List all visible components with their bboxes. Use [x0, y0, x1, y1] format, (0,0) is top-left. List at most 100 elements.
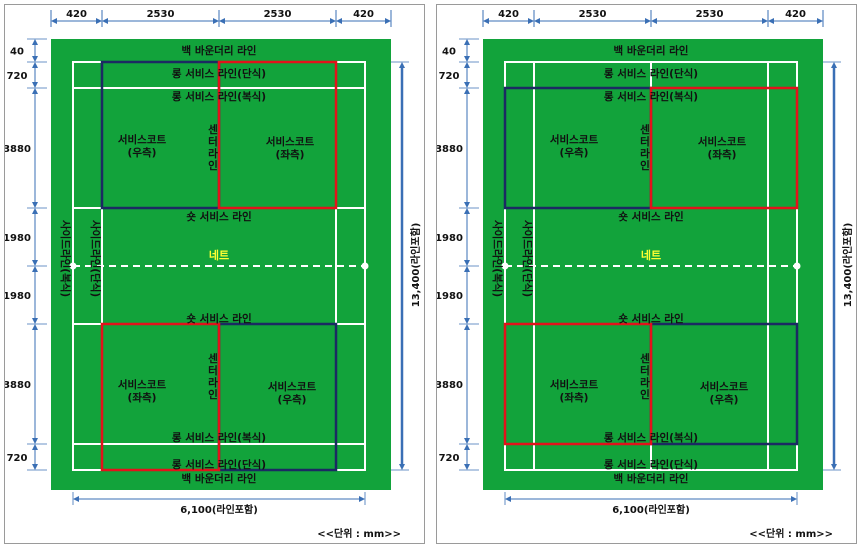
service-court-bottom-left-outline	[503, 322, 653, 446]
top-dim-label: 2530	[147, 9, 175, 20]
left-dim-label: 1980	[5, 233, 31, 244]
total-width-arrow-head-left	[73, 496, 79, 502]
left-dim-label: 720	[439, 71, 460, 82]
service-court-label-top-right: 서비스코트	[550, 133, 599, 146]
left-dim-arrow-head-top	[464, 208, 470, 214]
left-dim-arrow-head-bottom	[464, 260, 470, 266]
top-dim-arrow-head-right	[213, 18, 219, 24]
short-service-label-top: 숏 서비스 라인	[618, 210, 683, 223]
top-dim-arrow-head-left	[534, 18, 540, 24]
left-dim-label: 1980	[437, 233, 463, 244]
total-width-arrow-head-right	[359, 496, 365, 502]
net-post-left	[501, 262, 509, 270]
top-dim-arrow-head-right	[528, 18, 534, 24]
left-dim-arrow-head-bottom	[32, 438, 38, 444]
center-line-label-bottom-char: 센	[208, 352, 218, 365]
top-dim-arrow-head-left	[768, 18, 774, 24]
short-service-label-top: 숏 서비스 라인	[186, 210, 251, 223]
total-length-arrow-head-bottom	[831, 464, 837, 470]
service-court-label-bottom-right: (우측)	[278, 393, 307, 406]
left-dim-arrow-head-bottom	[464, 464, 470, 470]
left-dim-label: 1980	[5, 291, 31, 302]
left-dim-arrow-head-top	[464, 39, 470, 45]
center-line-label-top-char: 라	[640, 147, 650, 160]
top-dim-arrow-head-left	[102, 18, 108, 24]
side-line-singles-label: 사이드라인(단식)	[89, 220, 102, 297]
left-dim-label: 1980	[437, 291, 463, 302]
top-dim-label: 420	[498, 9, 519, 20]
service-court-bottom-left-outline	[100, 322, 221, 472]
long-service-doubles-label-bottom: 롱 서비스 라인(복식)	[172, 431, 266, 444]
court-svg-doubles: 네트백 바운더리 라인 롱 서비스 라인(단식) 롱 서비스 라인(복식) 숏 서비스…	[437, 9, 854, 540]
service-court-label-bottom-right: 서비스코트	[700, 380, 749, 393]
service-court-label-bottom-right: 서비스코트	[268, 380, 317, 393]
left-dim-arrow-head-bottom	[32, 464, 38, 470]
total-length-arrow-head-bottom	[399, 464, 405, 470]
left-dim-arrow-head-top	[32, 208, 38, 214]
left-dim-arrow-head-top	[32, 62, 38, 68]
left-dim-arrow-head-bottom	[464, 202, 470, 208]
service-court-label-bottom-right: (우측)	[710, 393, 739, 406]
back-boundary-label-top: 백 바운더리 라인	[182, 44, 257, 57]
back-boundary-label-bottom: 백 바운더리 라인	[614, 472, 689, 485]
service-court-label-bottom-left: 서비스코트	[550, 378, 599, 391]
center-line-label-bottom-char: 라	[640, 376, 650, 389]
top-dim-label: 420	[785, 9, 806, 20]
side-line-singles-label: 사이드라인(단식)	[521, 220, 534, 297]
service-court-label-top-right: 서비스코트	[118, 133, 167, 146]
total-length-label: 13,400(라인포함)	[409, 223, 422, 308]
side-line-doubles-label: 사이드라인(복식)	[59, 220, 72, 297]
unit-label: <<단위 : mm>>	[749, 527, 833, 540]
left-dim-arrow-head-top	[32, 444, 38, 450]
center-line-label-bottom-char: 터	[208, 364, 218, 377]
short-service-label-bottom: 숏 서비스 라인	[618, 312, 683, 325]
service-court-label-bottom-left: 서비스코트	[118, 378, 167, 391]
left-dim-arrow-head-top	[464, 62, 470, 68]
center-line-label-bottom-char: 터	[640, 364, 650, 377]
service-court-label-top-left: (좌측)	[708, 148, 737, 161]
net-post-right	[793, 262, 801, 270]
top-dim-label: 420	[66, 9, 87, 20]
top-dim-label: 2530	[579, 9, 607, 20]
net-label: 네트	[641, 248, 661, 262]
long-service-singles-label-top: 롱 서비스 라인(단식)	[604, 67, 698, 80]
left-dim-arrow-head-bottom	[32, 82, 38, 88]
total-width-label: 6,100(라인포함)	[180, 503, 258, 516]
long-service-singles-label-bottom: 롱 서비스 라인(단식)	[172, 458, 266, 471]
service-court-label-top-right: (우측)	[128, 146, 157, 159]
long-service-doubles-label-top: 롱 서비스 라인(복식)	[604, 90, 698, 103]
left-dim-arrow-head-top	[464, 266, 470, 272]
top-dim-label: 420	[353, 9, 374, 20]
left-dim-label: 720	[7, 71, 28, 82]
left-dim-arrow-head-top	[464, 324, 470, 330]
side-line-doubles-label: 사이드라인(복식)	[491, 220, 504, 297]
center-line-label-bottom-char: 라	[208, 376, 218, 389]
left-dim-arrow-head-top	[464, 444, 470, 450]
top-dim-arrow-head-right	[385, 18, 391, 24]
service-court-label-top-left: 서비스코트	[266, 135, 315, 148]
service-court-label-top-left: 서비스코트	[698, 135, 747, 148]
left-dim-label: 3880	[437, 144, 463, 155]
unit-label: <<단위 : mm>>	[317, 527, 401, 540]
total-length-label: 13,400(라인포함)	[841, 223, 854, 308]
left-dim-arrow-head-top	[32, 88, 38, 94]
total-width-arrow-head-left	[505, 496, 511, 502]
left-dim-arrow-head-bottom	[32, 318, 38, 324]
court-surface	[51, 39, 391, 490]
left-dim-label: 720	[7, 453, 28, 464]
short-service-label-bottom: 숏 서비스 라인	[186, 312, 251, 325]
center-line-label-bottom-char: 센	[640, 352, 650, 365]
left-dim-arrow-head-bottom	[32, 56, 38, 62]
center-line-label-top-char: 인	[208, 159, 218, 172]
net-post-right	[361, 262, 369, 270]
left-dim-label: 3880	[5, 144, 31, 155]
court-surface	[483, 39, 823, 490]
top-dim-arrow-head-left	[219, 18, 225, 24]
top-dim-arrow-head-right	[817, 18, 823, 24]
total-width-arrow-head-right	[791, 496, 797, 502]
top-dim-label: 2530	[696, 9, 724, 20]
left-dim-arrow-head-bottom	[464, 318, 470, 324]
top-dim-arrow-head-left	[651, 18, 657, 24]
